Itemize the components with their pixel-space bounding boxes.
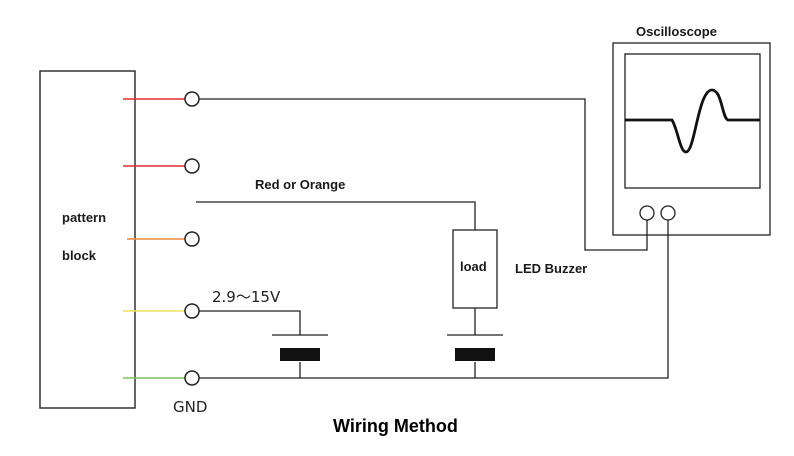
oscilloscope-label: Oscilloscope: [636, 24, 717, 39]
terminal-gnd[interactable]: [184, 370, 200, 386]
oscilloscope-input-1[interactable]: [639, 205, 655, 221]
power-supply-wire: [199, 310, 301, 335]
pattern-block-box: [39, 70, 136, 409]
capacitor-1-plate-bottom: [280, 348, 320, 361]
ground-bus-wire: [199, 220, 669, 379]
oscilloscope-waveform: [625, 88, 760, 154]
terminal-power[interactable]: [184, 303, 200, 319]
voltage-label: 2.9～15V: [212, 288, 281, 306]
pattern-block-label-1: pattern: [62, 210, 106, 225]
terminal-1[interactable]: [184, 91, 200, 107]
oscilloscope-body: [612, 42, 771, 236]
signal-to-oscilloscope-wire: [199, 98, 648, 251]
capacitor-2-plate-bottom: [455, 348, 495, 361]
red-or-orange-label: Red or Orange: [255, 177, 345, 192]
pattern-block-label-2: block: [62, 248, 97, 263]
led-buzzer-label: LED Buzzer: [515, 261, 587, 276]
oscilloscope-input-2[interactable]: [660, 205, 676, 221]
terminal-3[interactable]: [184, 231, 200, 247]
load-supply-wire: [196, 201, 476, 230]
load-label: load: [460, 259, 487, 274]
terminal-2[interactable]: [184, 158, 200, 174]
diagram-title: Wiring Method: [333, 416, 458, 436]
gnd-label: GND: [173, 398, 207, 416]
